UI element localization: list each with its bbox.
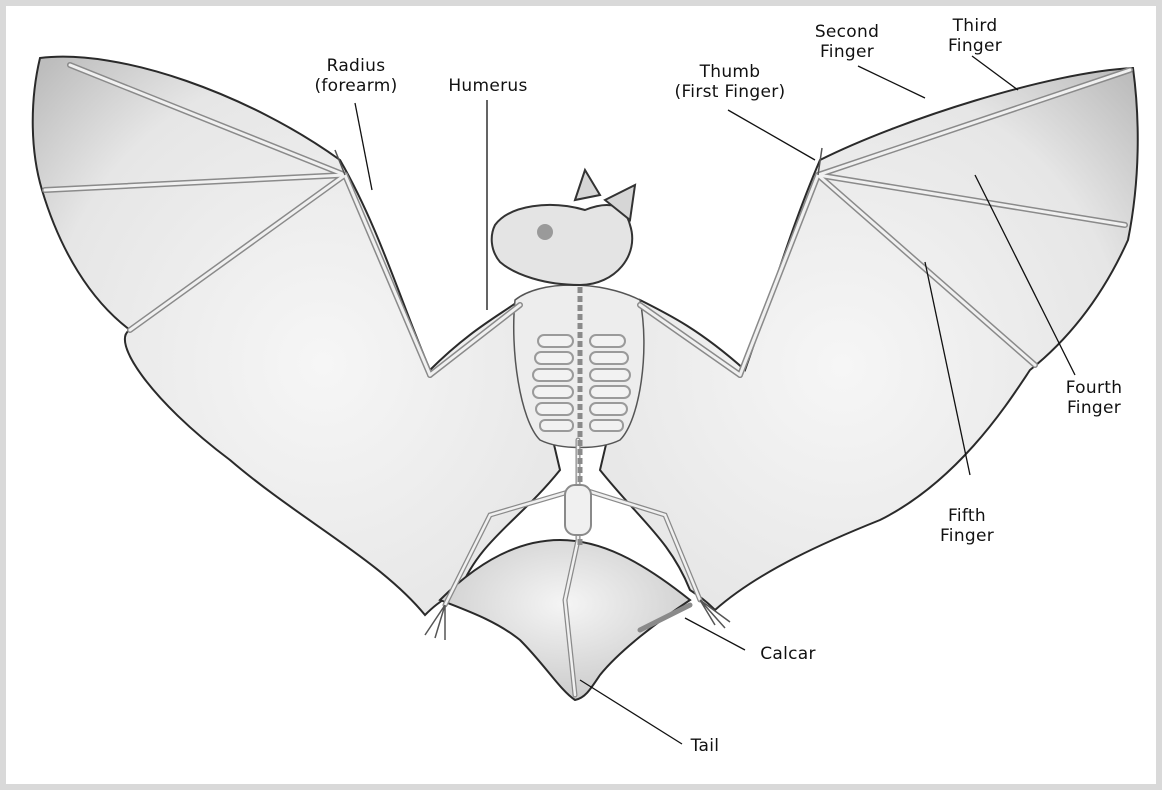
skull: [492, 170, 635, 285]
label-fifth-finger: Fifth Finger: [926, 506, 1008, 546]
label-thumb: Thumb (First Finger): [666, 62, 794, 102]
label-tail: Tail: [680, 736, 730, 756]
pelvis: [565, 485, 591, 535]
label-calcar: Calcar: [746, 644, 830, 664]
label-radius: Radius (forearm): [313, 56, 399, 96]
label-third-finger: Third Finger: [932, 16, 1018, 56]
label-second-finger: Second Finger: [800, 22, 894, 62]
label-fourth-finger: Fourth Finger: [1052, 378, 1136, 418]
label-humerus: Humerus: [440, 76, 536, 96]
